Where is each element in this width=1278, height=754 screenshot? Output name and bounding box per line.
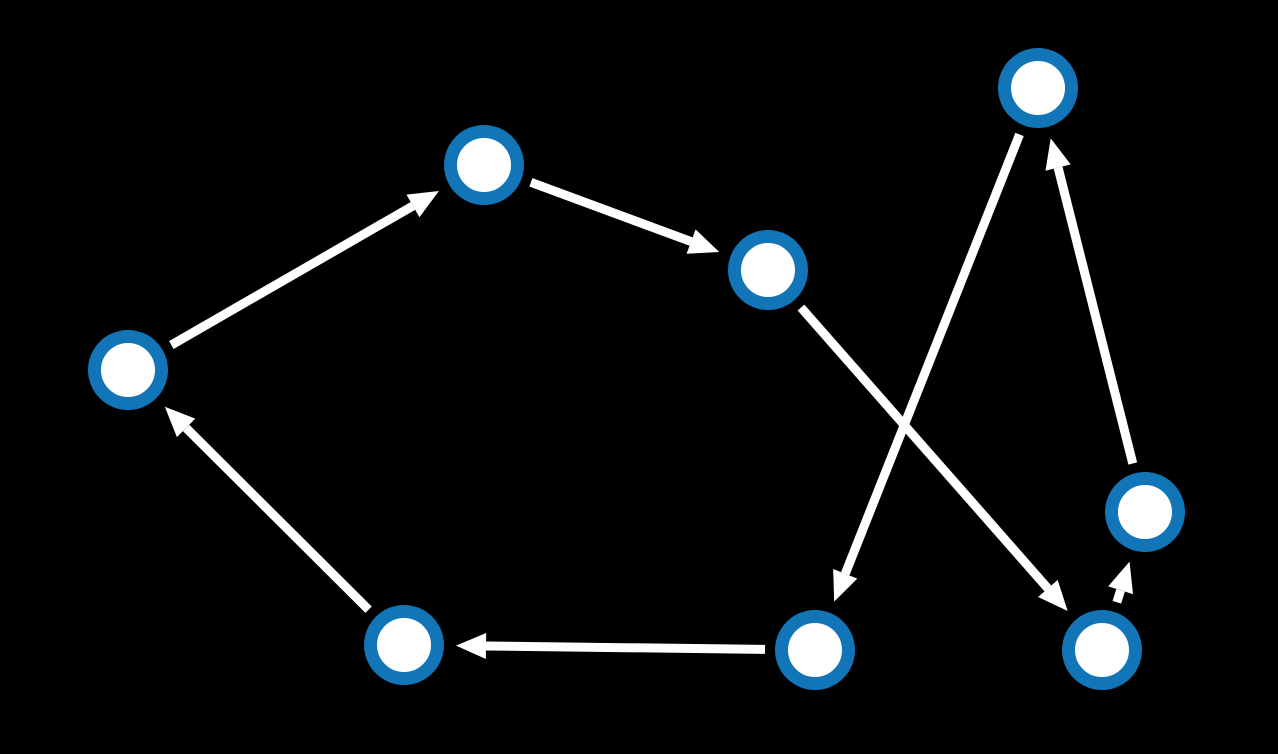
- edge-arrowhead: [1038, 579, 1068, 611]
- node-top-middle[interactable]: [728, 230, 808, 310]
- edge-left-to-top-left[interactable]: [169, 190, 439, 349]
- edge-line: [182, 424, 372, 613]
- edge-arrowhead: [164, 406, 196, 438]
- nodes-layer: [88, 48, 1185, 690]
- node-circle: [1062, 610, 1142, 690]
- edge-line: [485, 641, 766, 654]
- edge-arrowhead: [1045, 138, 1071, 171]
- edge-line: [1112, 588, 1125, 604]
- edge-arrowhead: [686, 229, 720, 254]
- node-right-middle[interactable]: [1105, 472, 1185, 552]
- edge-line: [797, 304, 1052, 592]
- edge-top-right-to-bottom-center[interactable]: [833, 132, 1024, 602]
- edge-right-middle-to-top-right[interactable]: [1045, 138, 1138, 465]
- node-top-right[interactable]: [998, 48, 1078, 128]
- node-bottom-right[interactable]: [1062, 610, 1142, 690]
- node-left[interactable]: [88, 330, 168, 410]
- edge-bottom-right-to-right-middle[interactable]: [1108, 561, 1134, 604]
- node-circle: [775, 610, 855, 690]
- node-bottom-center[interactable]: [775, 610, 855, 690]
- edge-line: [169, 202, 416, 349]
- edge-arrowhead: [833, 568, 858, 602]
- edge-line: [841, 132, 1024, 576]
- edge-arrowhead: [1108, 561, 1134, 595]
- edge-line: [1053, 166, 1138, 465]
- node-circle: [88, 330, 168, 410]
- node-top-left[interactable]: [444, 125, 524, 205]
- edge-arrowhead: [406, 190, 439, 218]
- edge-bottom-center-to-bottom-left[interactable]: [456, 633, 766, 659]
- edge-top-left-to-top-middle[interactable]: [529, 178, 720, 254]
- edge-arrowhead: [456, 633, 487, 659]
- node-circle: [444, 125, 524, 205]
- node-circle: [728, 230, 808, 310]
- node-circle: [364, 605, 444, 685]
- node-circle: [998, 48, 1078, 128]
- node-circle: [1105, 472, 1185, 552]
- node-bottom-left[interactable]: [364, 605, 444, 685]
- edge-bottom-left-to-left[interactable]: [164, 406, 372, 613]
- edge-line: [529, 178, 693, 246]
- edges-layer: [164, 132, 1138, 659]
- edge-top-middle-to-bottom-right[interactable]: [797, 304, 1068, 611]
